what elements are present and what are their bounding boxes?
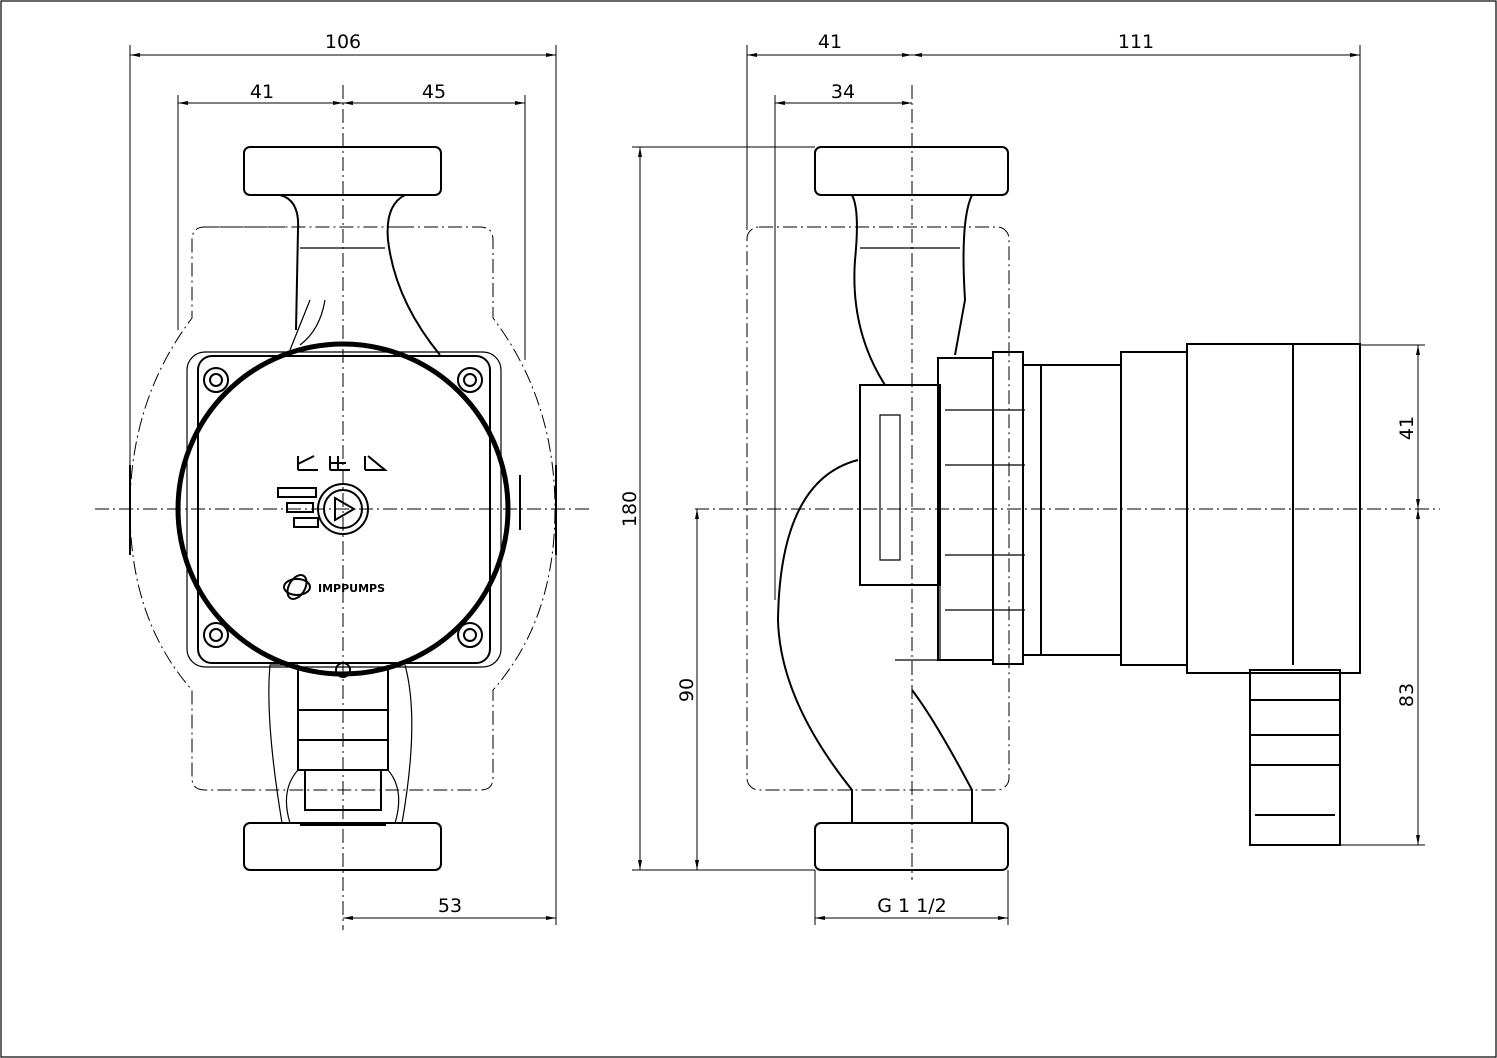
cable-gland [297, 665, 389, 826]
side-view: 41 111 34 180 90 41 83 G 1 1/2 [619, 31, 1440, 925]
dim-bottom-half: 53 [438, 895, 462, 917]
dim-head-upper: 41 [1396, 416, 1418, 440]
dim-total-depth: 111 [1118, 31, 1154, 53]
front-view: IMPPUMPS 106 41 45 53 [95, 31, 590, 930]
dim-left-half: 41 [250, 81, 274, 103]
side-bottom-flange [814, 822, 1009, 871]
dim-right-half: 45 [422, 81, 446, 103]
dim-thread: G 1 1/2 [877, 895, 946, 917]
pump-mode-icon [277, 483, 369, 535]
side-cable-gland [1249, 669, 1341, 846]
dim-head-lower: 83 [1396, 683, 1418, 707]
svg-text:IMPPUMPS: IMPPUMPS [318, 582, 385, 595]
housing-outline-hidden [129, 226, 556, 791]
dim-left-offset: 41 [818, 31, 842, 53]
top-flange [243, 146, 442, 196]
side-top-flange [814, 146, 1009, 196]
bottom-flange [243, 822, 442, 871]
speed-symbols-icon [297, 455, 388, 471]
imppumps-logo: IMPPUMPS [283, 574, 385, 600]
motor-can [1040, 364, 1122, 656]
dim-height: 180 [619, 491, 641, 527]
motor-head-box [1186, 343, 1361, 674]
dim-inner-offset: 34 [831, 81, 855, 103]
volute-outline [776, 459, 973, 823]
motor-head-circle [175, 341, 511, 677]
inlet-neck [279, 194, 441, 356]
dim-center-height: 90 [676, 678, 698, 702]
plate-screws [203, 367, 483, 648]
dim-overall-width: 106 [325, 31, 361, 53]
